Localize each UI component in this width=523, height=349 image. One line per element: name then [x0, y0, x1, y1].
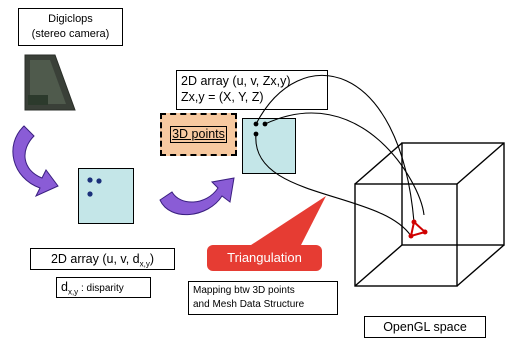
disparity-array-text: 2D array (u, v, d	[50, 252, 140, 266]
disparity-dots	[87, 177, 102, 197]
mesh-triangle	[408, 219, 428, 239]
camera-label: Digiclops (stereo camera)	[18, 8, 123, 46]
camera-title: Digiclops	[48, 13, 93, 25]
depth-array-square	[242, 118, 296, 174]
opengl-label: OpenGL space	[364, 316, 486, 338]
disparity-text: : disparity	[78, 283, 124, 294]
disparity-array-close: )	[149, 252, 155, 266]
curved-arrow-down-icon	[12, 125, 59, 198]
3d-points-label: 3D points	[170, 126, 227, 143]
triangulation-pointer	[248, 196, 326, 247]
disparity-array-subscript: x,y	[139, 259, 150, 269]
disparity-array-label: 2D array (u, v, dx,y)	[30, 248, 175, 270]
depth-array-label: 2D array (u, v, Zx,y) Zx,y = (X, Y, Z)	[176, 70, 328, 110]
disparity-array-square	[78, 168, 134, 224]
mapping-line1: Mapping btw 3D points	[193, 285, 295, 296]
camera-subtitle: (stereo camera)	[31, 28, 110, 40]
disparity-label: dx,y : disparity	[56, 277, 151, 298]
disparity-subscript: x,y	[67, 287, 79, 297]
opengl-cube	[354, 142, 505, 287]
mapping-line2: and Mesh Data Structure	[193, 299, 305, 310]
mapping-curves	[255, 74, 425, 237]
depth-array-line1: 2D array (u, v, Zx,y)	[181, 74, 291, 88]
depth-array-line2: Zx,y = (X, Y, Z)	[181, 90, 264, 104]
mapping-label: Mapping btw 3D points and Mesh Data Stru…	[188, 281, 338, 315]
3d-points-box: 3D points	[160, 113, 237, 156]
disparity-symbol: d	[61, 280, 68, 294]
triangulation-label: Triangulation	[207, 245, 322, 271]
curved-arrow-up-icon	[159, 177, 235, 215]
camera-icon	[24, 54, 76, 111]
